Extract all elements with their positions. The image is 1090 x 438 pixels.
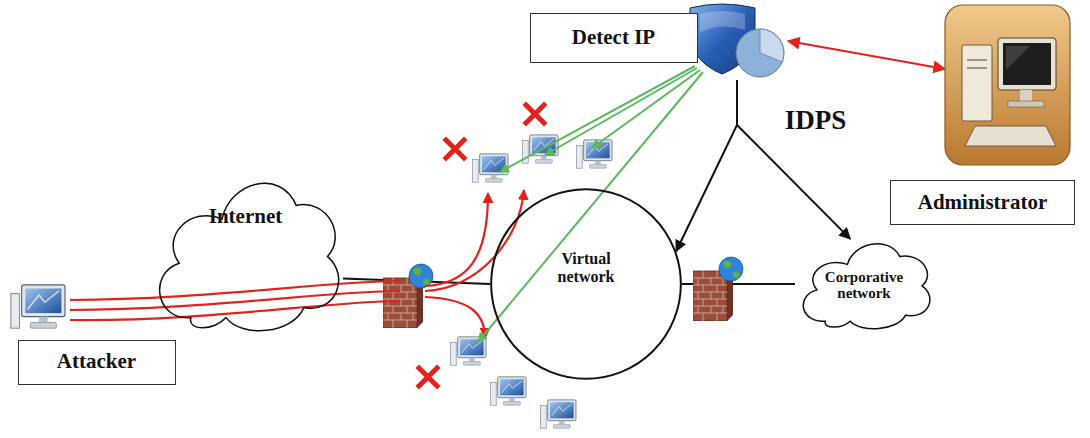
blocked-mark: [419, 105, 544, 386]
attack-traffic: [70, 190, 524, 338]
idps-chart: [736, 29, 784, 77]
host-computer: [577, 140, 612, 168]
host-computer: [451, 337, 486, 365]
label-box: Detect IP: [530, 13, 698, 63]
firewall-icon: [693, 257, 743, 321]
connector-arrow: [676, 80, 737, 251]
idps-node: IDPS: [688, 2, 788, 80]
admin-console-icon: [945, 5, 1070, 165]
connector-arrow: [788, 41, 945, 69]
detect-arrows: [478, 66, 703, 342]
node-label: Detect IP: [531, 14, 696, 61]
node-label: Virtual network: [536, 240, 636, 296]
corporative-cloud: Corporative network: [795, 235, 933, 333]
node-label: Administrator: [890, 180, 1075, 225]
internet-cloud: Internet: [148, 168, 343, 338]
node-label: Internet: [188, 200, 303, 234]
virtual-network-circle: Virtual network: [490, 188, 682, 380]
node-label: IDPS: [768, 95, 863, 147]
host-computer: [541, 400, 576, 428]
label-box: Attacker: [18, 340, 176, 385]
administrator-node: Administrator: [945, 5, 1070, 165]
node-label: Corporative network: [817, 263, 911, 307]
host-computer: [491, 377, 526, 405]
attacker-computer: [11, 285, 65, 328]
node-label: Attacker: [19, 341, 174, 383]
host-computer: [473, 154, 508, 182]
cloud-outline: [148, 168, 343, 338]
